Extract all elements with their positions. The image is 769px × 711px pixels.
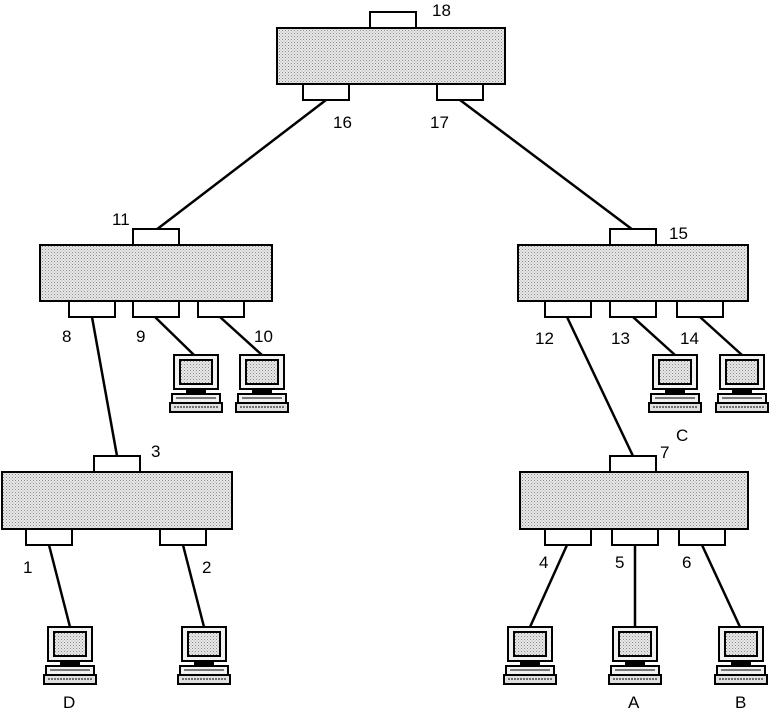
- port-6: [678, 528, 726, 546]
- computer-icon: [43, 626, 97, 685]
- port-label-8: 8: [62, 327, 71, 346]
- port-label-6: 6: [682, 553, 691, 572]
- port-label-12: 12: [535, 329, 554, 348]
- computer-icon: [714, 626, 768, 685]
- link-6-B: [700, 544, 742, 628]
- port-label-11: 11: [112, 210, 130, 229]
- port-label-15: 15: [669, 224, 688, 243]
- link-14-host: [699, 316, 743, 356]
- host-label-B: B: [735, 693, 746, 711]
- port-2: [159, 528, 207, 546]
- link-16-11: [155, 99, 327, 231]
- link-17-15: [459, 99, 634, 231]
- port-1: [25, 528, 73, 546]
- switch-left: [39, 244, 273, 302]
- link-4-host: [528, 544, 569, 628]
- port-16: [302, 83, 350, 101]
- port-8: [68, 300, 116, 318]
- port-label-7: 7: [660, 443, 669, 462]
- host-label-C: C: [676, 426, 688, 445]
- port-label-16: 16: [333, 113, 352, 132]
- port-4: [544, 528, 592, 546]
- port-17: [436, 83, 484, 101]
- computer-icon: [715, 354, 769, 413]
- port-label-14: 14: [680, 329, 699, 348]
- computer-icon: [648, 354, 702, 413]
- link-2-host: [181, 544, 206, 628]
- computer-icon: [235, 354, 289, 413]
- host-label-D: D: [63, 693, 75, 711]
- links: [47, 99, 743, 628]
- computer-icon: [177, 626, 231, 685]
- link-1-D: [47, 544, 72, 628]
- port-15: [609, 228, 657, 246]
- link-10-host: [219, 316, 263, 356]
- port-label-1: 1: [23, 558, 32, 577]
- switch-bottom-right: [519, 471, 749, 530]
- port-label-10: 10: [254, 327, 273, 346]
- link-13-host: [632, 316, 676, 356]
- computer-icon: [608, 626, 662, 685]
- link-8-3: [90, 316, 119, 457]
- switch-bottom-left: [1, 471, 233, 530]
- port-label-9: 9: [136, 327, 145, 346]
- port-18: [369, 11, 417, 29]
- port-11: [132, 228, 180, 246]
- port-label-2: 2: [202, 558, 211, 577]
- computer-icon: [169, 354, 223, 413]
- port-label-17: 17: [430, 113, 449, 132]
- port-label-3: 3: [151, 442, 160, 461]
- port-10: [197, 300, 245, 318]
- port-label-18: 18: [432, 1, 451, 20]
- link-9-host: [154, 316, 195, 356]
- switch-right: [517, 244, 749, 302]
- computer-icon: [503, 626, 557, 685]
- port-label-4: 4: [539, 553, 548, 572]
- port-13: [609, 300, 657, 318]
- port-5: [611, 528, 659, 546]
- port-14: [676, 300, 724, 318]
- port-label-5: 5: [615, 553, 624, 572]
- port-label-13: 13: [611, 329, 630, 348]
- port-12: [544, 300, 592, 318]
- port-3: [93, 455, 141, 473]
- host-label-A: A: [628, 693, 640, 711]
- port-9: [132, 300, 180, 318]
- port-7: [609, 455, 657, 473]
- switch-top: [276, 27, 506, 85]
- link-12-7: [565, 316, 635, 457]
